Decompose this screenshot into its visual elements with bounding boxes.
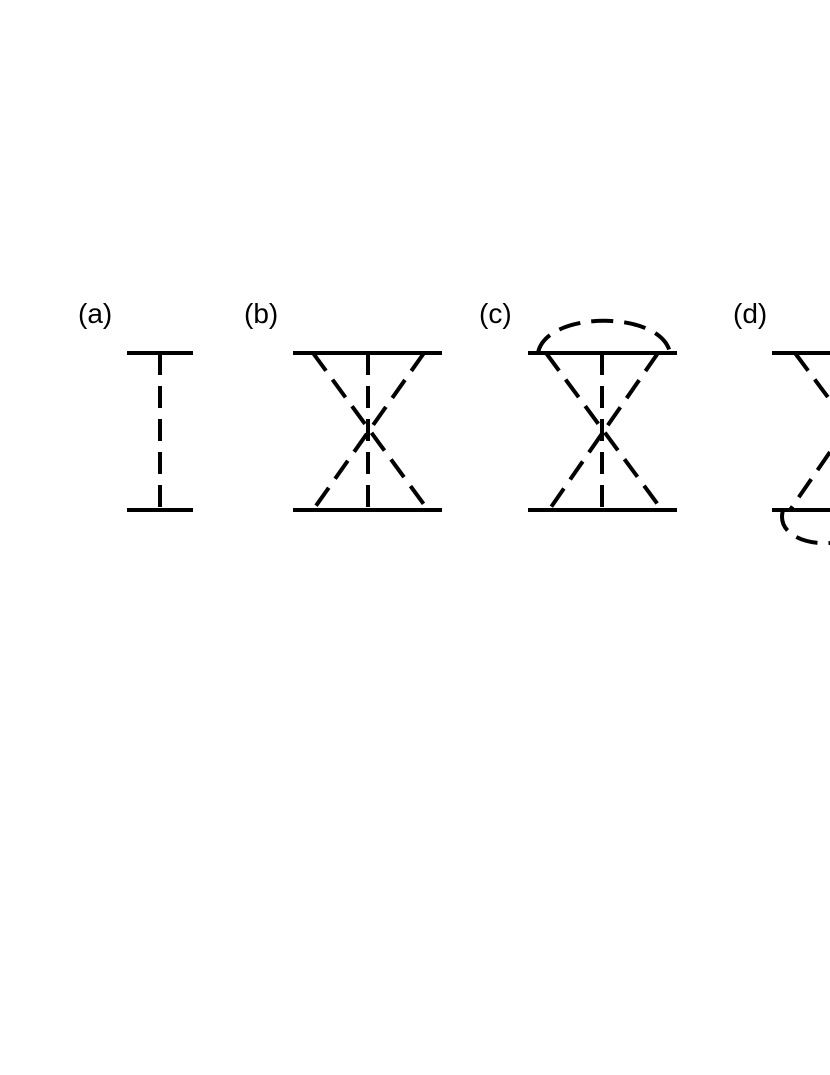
panel-c: (c) [479, 298, 677, 512]
panel-label-a: (a) [78, 298, 112, 329]
top-dashed-loop [536, 318, 672, 354]
panel-d: (d) [733, 298, 830, 546]
panel-b: (b) [244, 298, 442, 512]
panel-label-c: (c) [479, 298, 512, 329]
panel-label-d: (d) [733, 298, 767, 329]
crossing-dashed-line-2 [788, 450, 830, 512]
panel-label-b: (b) [244, 298, 278, 329]
crossing-dashed-line-1 [311, 351, 430, 512]
bottom-dashed-loop [780, 509, 830, 546]
crossing-dashed-line-1 [793, 351, 830, 402]
panel-a: (a) [78, 298, 193, 512]
